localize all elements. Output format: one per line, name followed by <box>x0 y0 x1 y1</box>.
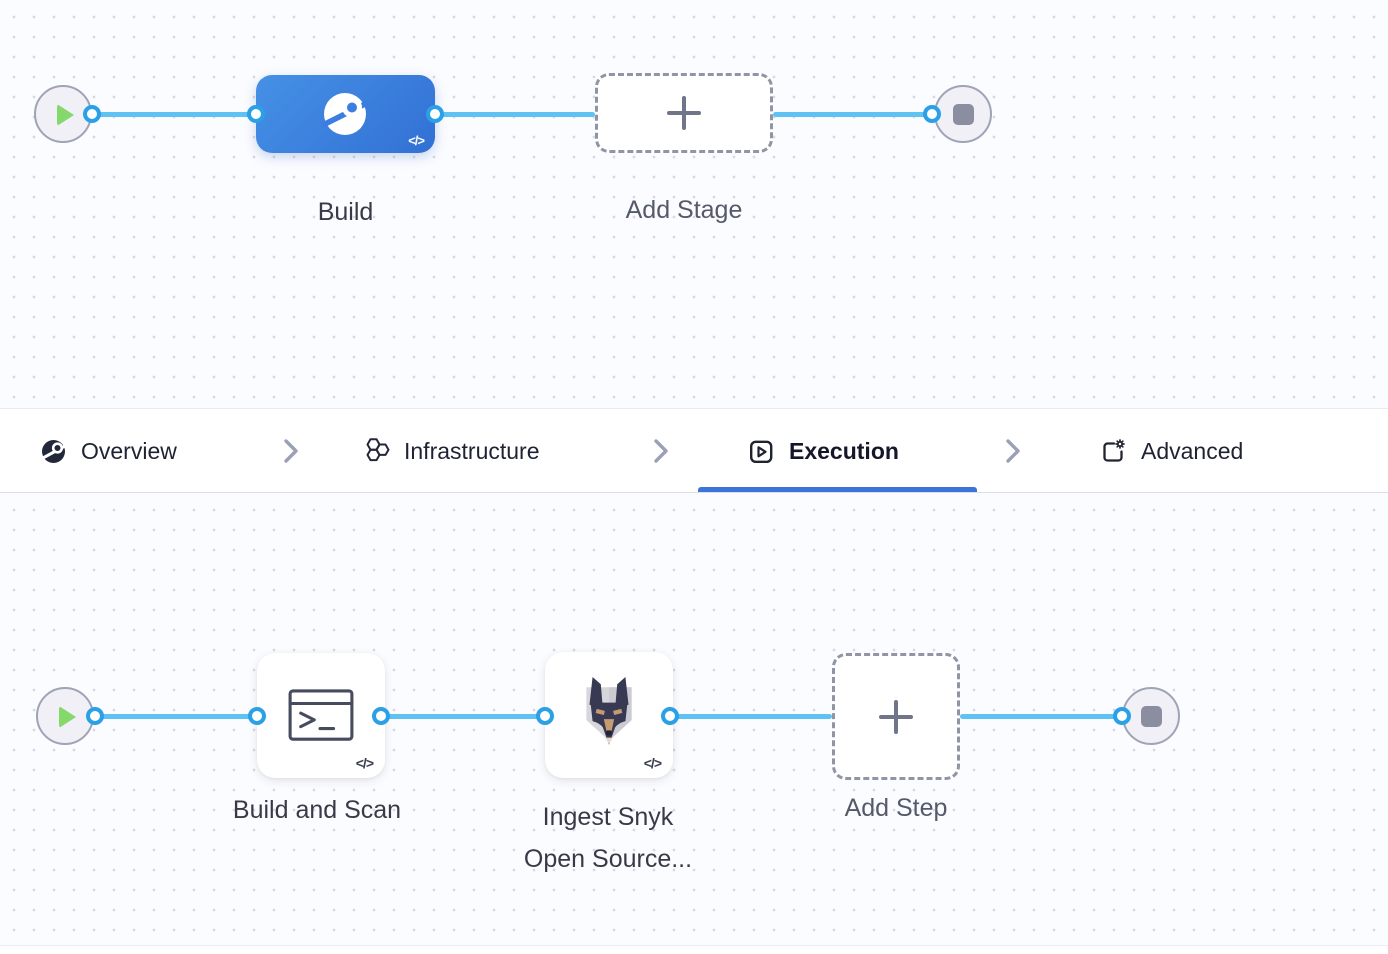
connector-point <box>248 707 266 725</box>
tab-label: Advanced <box>1141 437 1244 464</box>
tab-label: Overview <box>81 437 177 464</box>
ci-build-stage-icon <box>322 93 368 135</box>
add-step-label: Add Step <box>844 794 948 822</box>
execution-start-node <box>36 687 94 745</box>
connector-line <box>960 714 1122 719</box>
pipeline-overview-icon <box>41 439 66 463</box>
step-label: Ingest Snyk Open Source... <box>508 796 708 880</box>
step-label: Build and Scan <box>232 796 402 824</box>
execution-end-node <box>1122 687 1180 745</box>
step-node-ingest-snyk[interactable]: </> <box>545 652 673 778</box>
code-view-badge: </> <box>408 133 425 148</box>
stop-icon <box>953 104 974 125</box>
tab-label: Infrastructure <box>404 437 540 464</box>
connector-point <box>83 105 101 123</box>
pipeline-end-node <box>934 85 992 143</box>
connector-line <box>435 112 595 117</box>
stage-label: Build <box>317 198 374 226</box>
step-label-line: Ingest Snyk <box>542 803 674 831</box>
add-step-button[interactable] <box>832 653 960 780</box>
pipeline-start-node <box>34 85 92 143</box>
play-icon <box>59 706 76 728</box>
execution-play-icon <box>750 440 773 463</box>
connector-line <box>95 714 257 719</box>
stop-icon <box>1141 706 1162 727</box>
chevron-right-icon <box>284 439 298 463</box>
connector-point <box>536 707 554 725</box>
tab-overview[interactable]: Overview <box>40 409 177 493</box>
connector-line <box>92 112 256 117</box>
connector-point <box>661 707 679 725</box>
code-view-badge: </> <box>355 755 374 771</box>
execution-canvas: </> </> Build and Scan Ingest Snyk Open … <box>0 493 1388 945</box>
connector-line <box>670 714 832 719</box>
connector-point <box>1113 707 1131 725</box>
chevron-right-icon <box>654 439 668 463</box>
infrastructure-hexagons-icon <box>366 438 390 462</box>
connector-line <box>381 714 545 719</box>
snyk-doberman-icon <box>586 677 632 745</box>
connector-point <box>86 707 104 725</box>
pipeline-studio-tab-bar: Overview Infrastructure Execution <box>0 408 1388 493</box>
connector-point <box>247 105 265 123</box>
tab-execution[interactable]: Execution <box>748 409 899 493</box>
plus-icon <box>667 96 701 130</box>
active-tab-indicator <box>698 487 977 492</box>
step-label-line: Open Source... <box>523 845 693 873</box>
code-view-badge: </> <box>643 755 662 771</box>
chevron-right-icon <box>1006 439 1020 463</box>
step-node-build-and-scan[interactable]: </> <box>257 653 385 778</box>
bottom-panel-edge <box>0 945 1388 954</box>
stage-canvas: </> Build Add Stage <box>0 0 1388 408</box>
tab-advanced[interactable]: Advanced <box>1100 409 1243 493</box>
connector-point <box>426 105 444 123</box>
play-icon <box>57 104 74 126</box>
tab-infrastructure[interactable]: Infrastructure <box>362 409 540 493</box>
run-terminal-icon <box>288 689 354 741</box>
plus-icon <box>879 699 913 734</box>
add-stage-label: Add Stage <box>625 196 743 224</box>
connector-point <box>923 105 941 123</box>
tab-label: Execution <box>789 437 899 464</box>
connector-line <box>773 112 941 117</box>
add-stage-button[interactable] <box>595 73 773 153</box>
connector-point <box>372 707 390 725</box>
advanced-gear-icon <box>1103 438 1125 462</box>
stage-node-build[interactable]: </> <box>256 75 435 153</box>
